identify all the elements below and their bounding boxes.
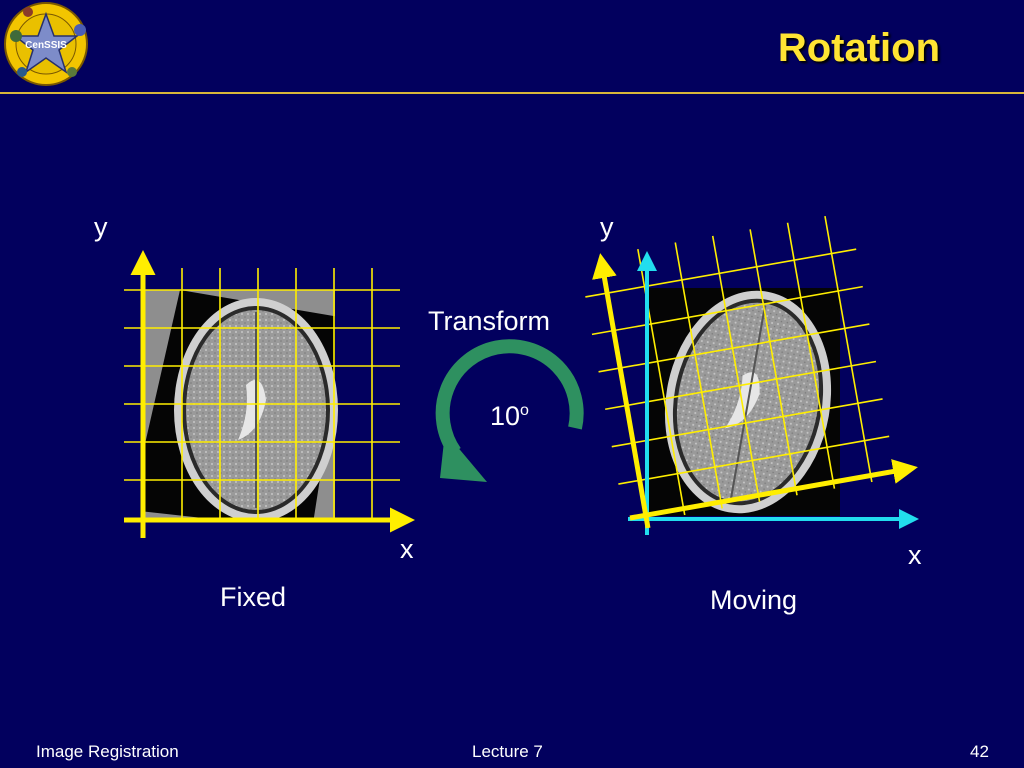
fixed-caption: Fixed	[220, 582, 287, 612]
moving-grid	[585, 215, 890, 516]
fixed-brain-scan	[174, 298, 338, 522]
rotation-angle: 10o	[490, 401, 529, 432]
rotated-x-axis	[629, 459, 918, 521]
transform-label: Transform	[428, 306, 551, 336]
footer-course: Image Registration	[36, 742, 179, 761]
footer-lecture: Lecture 7	[472, 742, 543, 761]
slide-number: 42	[970, 742, 989, 761]
angle-value: 10	[490, 401, 521, 431]
logo-text: CenSSIS	[25, 40, 67, 51]
rotation-arrow	[435, 339, 584, 482]
slide-title: Rotation	[777, 26, 940, 70]
fixed-image	[145, 290, 338, 522]
degree-symbol: o	[520, 402, 529, 419]
moving-image	[646, 288, 840, 516]
fixed-x-label: x	[400, 534, 414, 564]
fixed-grid	[124, 268, 400, 522]
censsis-logo: CenSSIS	[4, 2, 88, 86]
moving-brain-scan	[664, 290, 832, 514]
rotated-y-axis	[592, 253, 651, 529]
title-divider	[0, 92, 1024, 94]
fixed-y-label: y	[94, 212, 108, 242]
moving-caption: Moving	[710, 585, 798, 615]
moving-y-label: y	[600, 212, 614, 242]
moving-x-label: x	[908, 540, 922, 570]
